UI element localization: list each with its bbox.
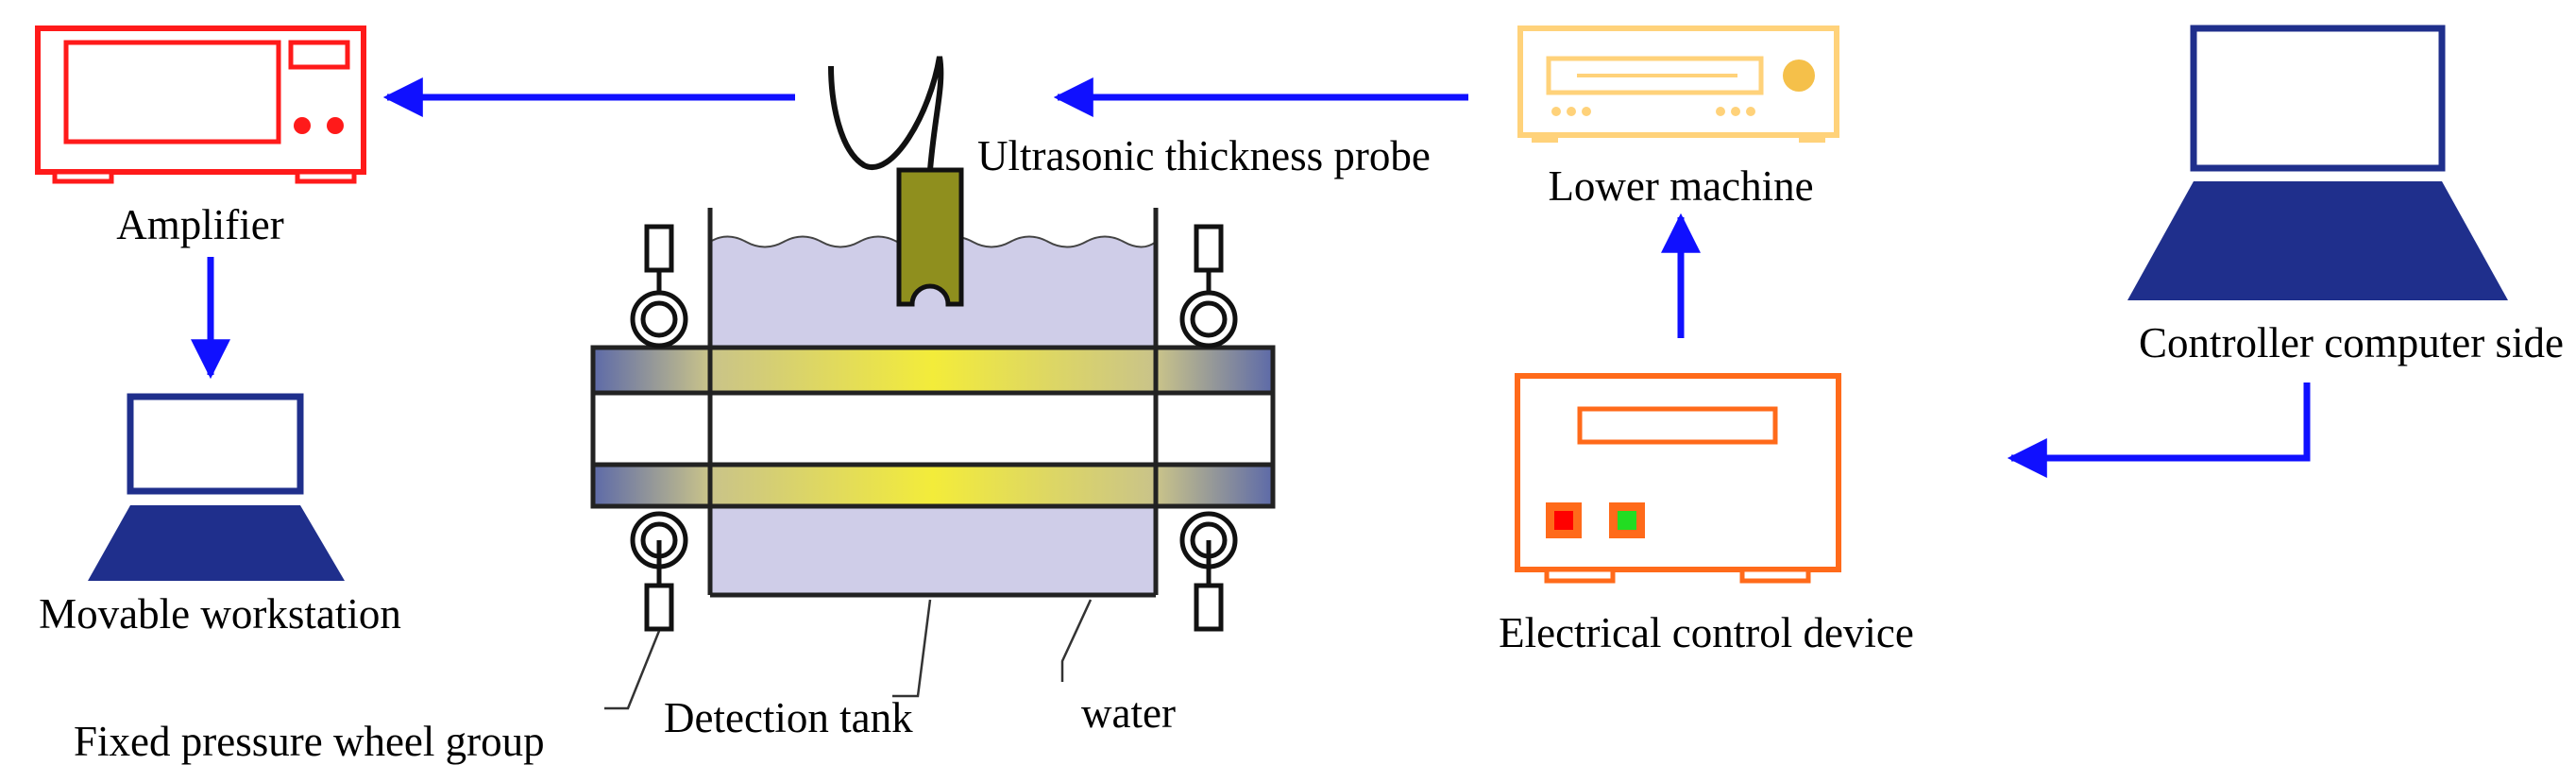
arrows [191,77,2311,478]
water-label: water [1081,689,1176,737]
pressure-wheel-top-right [1179,224,1238,348]
detection-tank-label: Detection tank [664,694,913,741]
amplifier-label: Amplifier [116,201,283,248]
controller-computer-label: Controller computer side [2139,319,2564,366]
arrow-computer-to-control [2007,382,2311,478]
pressure-wheel-bottom-left [630,511,688,632]
leader-lines [604,599,1093,710]
ultrasonic-probe-label: Ultrasonic thickness probe [977,132,1431,179]
amplifier-icon [35,26,366,184]
controller-computer-icon [2127,25,2508,300]
pressure-wheel-bottom-right [1179,511,1238,632]
rail-gap [590,390,1276,468]
movable-workstation-label: Movable workstation [39,590,401,638]
rail-bottom [590,462,1276,509]
fixed-wheel-group-label: Fixed pressure wheel group [74,718,545,765]
lower-machine-label: Lower machine [1548,162,1813,210]
electrical-control-device-icon [1515,373,1841,584]
electrical-control-label: Electrical control device [1499,609,1914,656]
lower-machine-icon [1517,26,1839,143]
rail-top [590,345,1276,396]
ultrasonic-probe-icon [828,56,964,307]
pressure-wheel-top-left [630,224,688,348]
movable-workstation-icon [88,393,345,581]
